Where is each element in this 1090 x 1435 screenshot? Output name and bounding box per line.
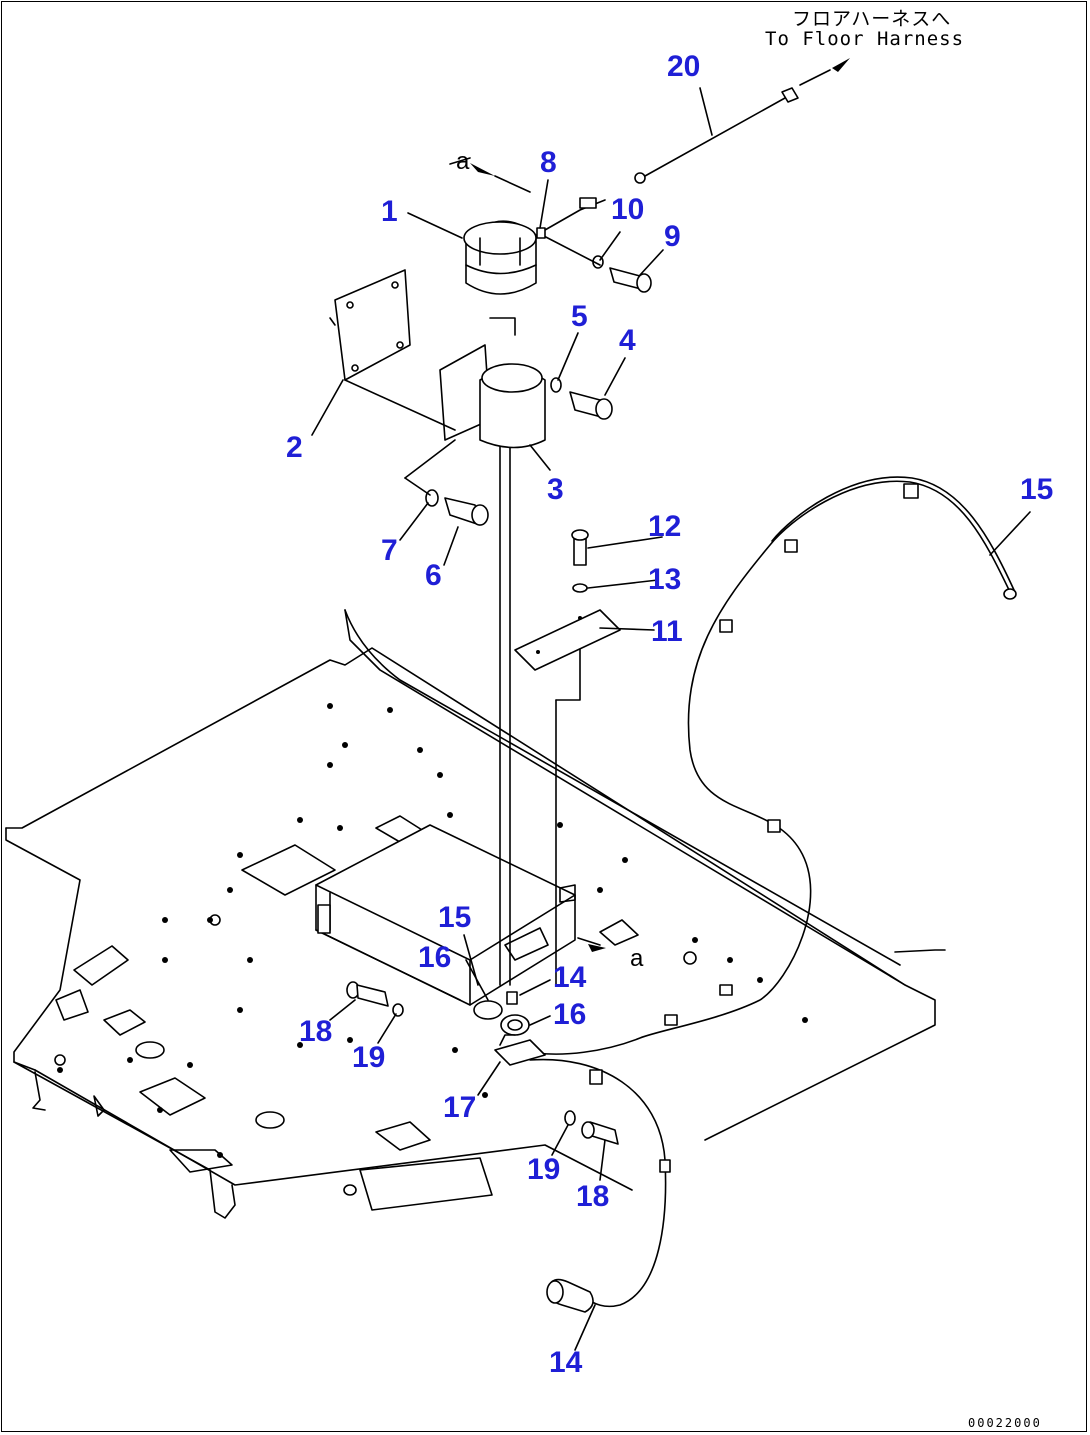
note-japanese: フロアハーネスへ bbox=[792, 8, 952, 30]
callout-9: 9 bbox=[664, 220, 681, 253]
callout-16-left: 16 bbox=[418, 941, 452, 974]
view-label-a-lower: a bbox=[630, 945, 644, 972]
beacon-lamp bbox=[463, 220, 537, 295]
callout-15-right: 15 bbox=[1020, 473, 1054, 506]
harness-20 bbox=[449, 58, 850, 193]
leader-lines bbox=[311, 87, 1031, 1351]
callout-14-bottom: 14 bbox=[549, 1346, 583, 1379]
bolts-upper bbox=[404, 197, 652, 526]
callout-20: 20 bbox=[667, 50, 701, 83]
callout-18-left: 18 bbox=[299, 1015, 333, 1048]
harness-14 bbox=[529, 1058, 671, 1313]
callout-6: 6 bbox=[425, 559, 442, 592]
floor-holes bbox=[54, 703, 808, 1196]
callout-10: 10 bbox=[611, 193, 645, 226]
harness-15 bbox=[519, 476, 1017, 1055]
callout-14-center: 14 bbox=[553, 961, 587, 994]
view-markers bbox=[577, 937, 606, 952]
callout-8: 8 bbox=[540, 146, 557, 179]
callout-4: 4 bbox=[619, 324, 636, 357]
callout-19-right: 19 bbox=[527, 1153, 561, 1186]
callout-18-right: 18 bbox=[576, 1180, 610, 1213]
callout-11: 11 bbox=[651, 615, 683, 648]
callout-15-center: 15 bbox=[438, 901, 472, 934]
mount-bracket bbox=[344, 344, 546, 479]
parts-11-13 bbox=[514, 529, 621, 671]
floor-plate bbox=[5, 609, 946, 1219]
bracket-plate bbox=[329, 269, 411, 381]
callout-5: 5 bbox=[571, 300, 588, 333]
guide-lines bbox=[489, 317, 581, 986]
bolts-lower bbox=[346, 981, 619, 1145]
callout-2: 2 bbox=[286, 431, 303, 464]
note-to-floor-harness: To Floor Harness bbox=[765, 28, 965, 50]
callout-3: 3 bbox=[547, 473, 564, 506]
callout-13: 13 bbox=[648, 563, 682, 596]
callout-17: 17 bbox=[443, 1091, 477, 1124]
callout-16-right: 16 bbox=[553, 998, 587, 1031]
view-label-a-upper: a bbox=[456, 148, 470, 175]
callout-19-left: 19 bbox=[352, 1041, 386, 1074]
callout-7: 7 bbox=[381, 534, 398, 567]
drawing-code: 00022000 bbox=[968, 1416, 1042, 1430]
connectors-center bbox=[473, 991, 546, 1066]
callout-1: 1 bbox=[381, 195, 398, 228]
callout-12: 12 bbox=[648, 510, 682, 543]
